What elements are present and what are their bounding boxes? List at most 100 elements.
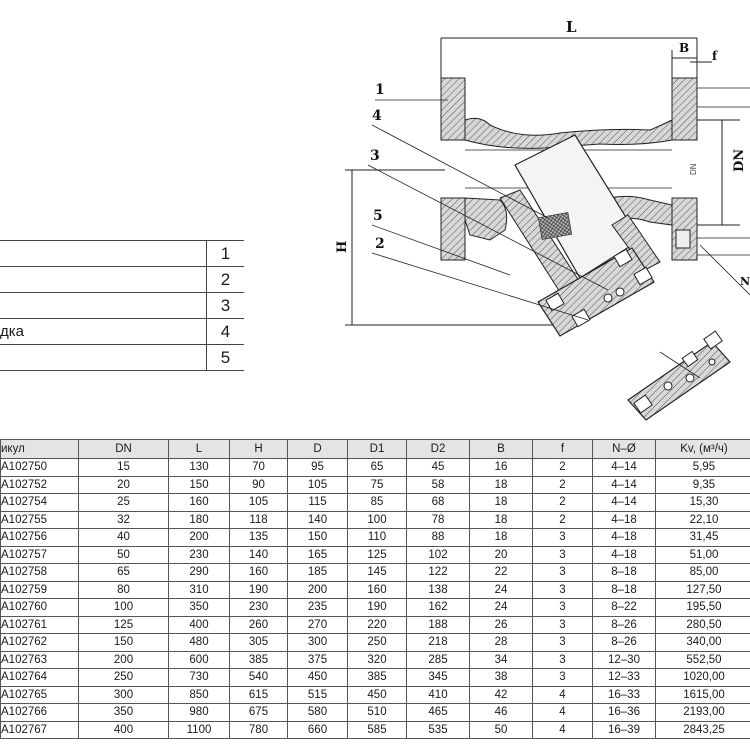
dimension-H: H (335, 169, 560, 326)
cell-article: A102759 (0, 580, 79, 599)
cell-d: 140 (287, 510, 348, 529)
callout-4: 4 (372, 108, 382, 124)
cell-kv: 15,30 (655, 493, 750, 512)
cell-n-holes: 4–14 (592, 493, 656, 512)
callout-1: 1 (375, 82, 385, 98)
partial-label: N (740, 275, 750, 288)
cell-kv: 340,00 (655, 633, 750, 652)
cell-dn: 65 (78, 563, 169, 582)
cell-d2: 218 (406, 633, 470, 652)
cell-l: 730 (168, 668, 230, 687)
cell-d: 115 (287, 493, 348, 512)
cell-n-holes: 16–36 (592, 703, 656, 722)
cell-d2: 162 (406, 598, 470, 617)
cell-l: 350 (168, 598, 230, 617)
cell-article: A102757 (0, 545, 79, 564)
column-header-d: D (287, 439, 348, 459)
cell-f: 2 (532, 493, 593, 512)
cell-b: 18 (469, 475, 533, 494)
cell-article: A102754 (0, 493, 79, 512)
cell-h: 160 (229, 563, 288, 582)
cell-l: 290 (168, 563, 230, 582)
dim-H-label: H (335, 241, 350, 253)
callout-2: 2 (375, 236, 385, 252)
cell-l: 600 (168, 650, 230, 669)
cell-d1: 75 (347, 475, 407, 494)
cell-b: 24 (469, 598, 533, 617)
cell-d: 105 (287, 475, 348, 494)
cell-h: 118 (229, 510, 288, 529)
cell-dn: 350 (78, 703, 169, 722)
cell-d2: 68 (406, 493, 470, 512)
part-name: дка (0, 318, 207, 345)
cell-d2: 410 (406, 685, 470, 704)
cell-l: 480 (168, 633, 230, 652)
cell-article: A102756 (0, 528, 79, 547)
cell-article: A102762 (0, 633, 79, 652)
cell-l: 180 (168, 510, 230, 529)
part-number: 5 (206, 344, 244, 371)
cell-article: A102761 (0, 615, 79, 634)
cell-d2: 535 (406, 720, 470, 739)
cell-f: 4 (532, 720, 593, 739)
cell-f: 4 (532, 703, 593, 722)
column-header-h: H (229, 439, 288, 459)
cell-n-holes: 8–18 (592, 580, 656, 599)
cell-h: 780 (229, 720, 288, 739)
cell-h: 135 (229, 528, 288, 547)
cell-kv: 22,10 (655, 510, 750, 529)
cell-kv: 31,45 (655, 528, 750, 547)
cell-dn: 32 (78, 510, 169, 529)
parts-row: 5 (0, 344, 244, 371)
cell-d1: 220 (347, 615, 407, 634)
cell-d: 375 (287, 650, 348, 669)
column-header-b: B (469, 439, 533, 459)
cell-f: 3 (532, 598, 593, 617)
dimension-DN: DN DN (689, 119, 747, 226)
cell-d2: 138 (406, 580, 470, 599)
cell-dn: 25 (78, 493, 169, 512)
cell-kv: 9,35 (655, 475, 750, 494)
dimension-L: L (440, 18, 698, 80)
cell-b: 42 (469, 685, 533, 704)
cell-l: 980 (168, 703, 230, 722)
cell-n-holes: 8–18 (592, 563, 656, 582)
cell-h: 615 (229, 685, 288, 704)
cell-f: 3 (532, 668, 593, 687)
column-header-kv: Kv, (м³/ч) (655, 439, 750, 459)
cell-h: 260 (229, 615, 288, 634)
cell-kv: 1020,00 (655, 668, 750, 687)
cell-d1: 250 (347, 633, 407, 652)
cell-kv: 552,50 (655, 650, 750, 669)
cover-detail-view (627, 330, 731, 421)
cell-article: A102758 (0, 563, 79, 582)
cell-d1: 145 (347, 563, 407, 582)
column-header-l: L (168, 439, 230, 459)
part-number: 3 (206, 292, 244, 319)
cell-article: A102764 (0, 668, 79, 687)
cell-f: 4 (532, 685, 593, 704)
part-name (0, 292, 207, 319)
cell-kv: 280,50 (655, 615, 750, 634)
cell-l: 200 (168, 528, 230, 547)
cell-n-holes: 16–33 (592, 685, 656, 704)
cell-n-holes: 8–22 (592, 598, 656, 617)
cell-d: 300 (287, 633, 348, 652)
cell-d2: 345 (406, 668, 470, 687)
cell-l: 1100 (168, 720, 230, 739)
dim-B-label: B (679, 41, 689, 55)
cell-b: 20 (469, 545, 533, 564)
cell-n-holes: 4–14 (592, 475, 656, 494)
cell-d: 235 (287, 598, 348, 617)
cell-b: 18 (469, 493, 533, 512)
cell-n-holes: 4–18 (592, 528, 656, 547)
cell-h: 90 (229, 475, 288, 494)
column-header-n-holes: N–Ø (592, 439, 656, 459)
cell-l: 850 (168, 685, 230, 704)
